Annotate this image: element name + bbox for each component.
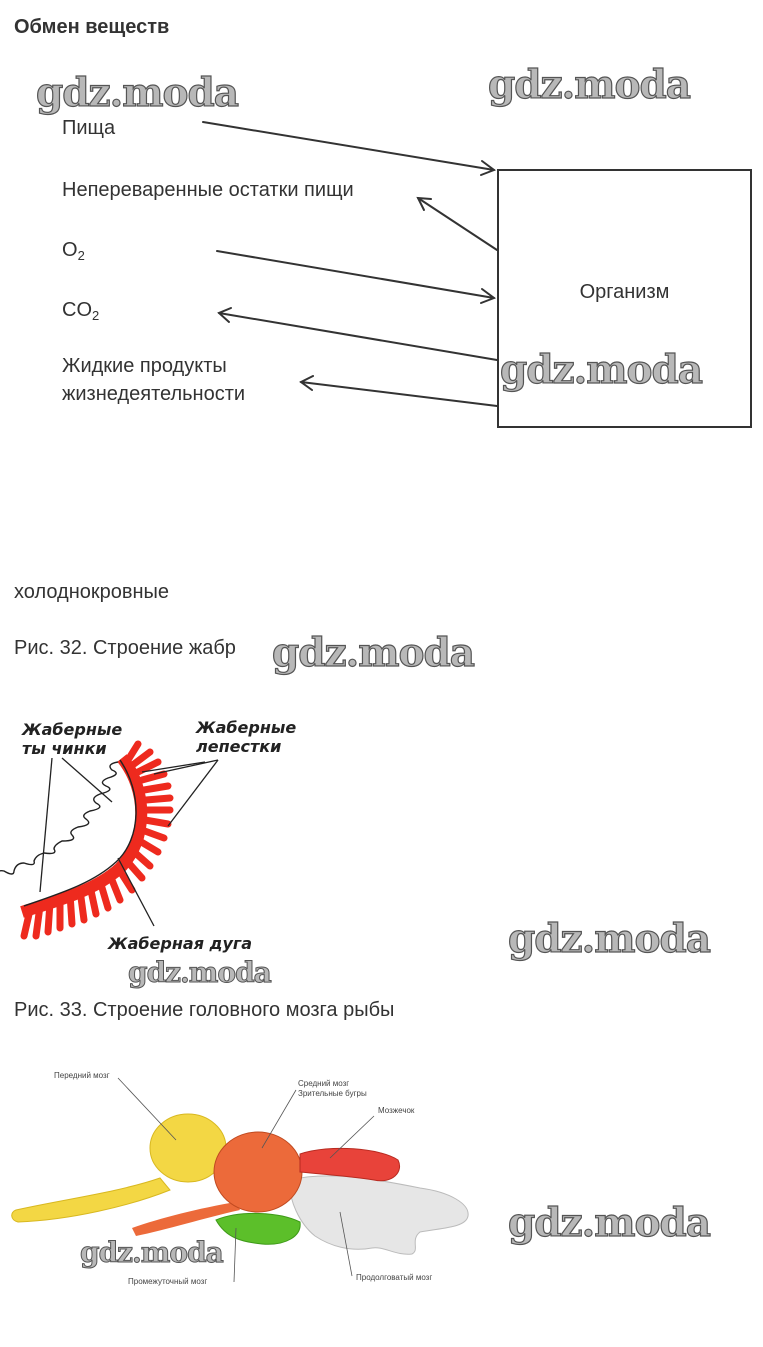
gill-filaments-line-2: лепестки: [196, 737, 282, 756]
arrow-undigested-out: [417, 197, 498, 251]
diencephalon-shape: [215, 1213, 301, 1245]
gill-rakers-line-1: Жаберные: [22, 720, 123, 739]
watermark: gdz.moda: [128, 956, 273, 990]
label-food: Пища: [62, 117, 116, 139]
figure-33-caption: Рис. 33. Строение головного мозга рыбы: [14, 999, 395, 1021]
watermark: gdz.moda: [499, 346, 703, 393]
cerebellum-shape: [299, 1147, 400, 1182]
co2-subscript: 2: [92, 308, 100, 323]
label-cerebellum: Мозжечок: [378, 1106, 415, 1115]
label-gill-filaments: Жаберные лепестки: [196, 718, 296, 756]
o2-main: O: [62, 239, 78, 261]
liquid-line-2: жизнедеятельности: [62, 383, 246, 405]
section-heading: Обмен веществ: [14, 16, 170, 38]
label-midbrain-1: Средний мозг: [298, 1079, 350, 1088]
label-diencephalon: Промежуточный мозг: [128, 1277, 208, 1286]
answer-text: холоднокровные: [14, 581, 170, 603]
gill-arch-band: [20, 754, 148, 918]
arrow-o2-in: [216, 250, 495, 299]
watermark: gdz.moda: [271, 629, 475, 676]
arrowhead-liquid: [299, 375, 314, 391]
gill-diagram: [0, 740, 219, 940]
gill-rakers-line-2: ты чинки: [22, 739, 107, 758]
arrowhead-food: [480, 160, 497, 176]
label-gill-arch: Жаберная дуга: [108, 934, 253, 953]
metabolism-arrows: [202, 121, 498, 407]
watermark: gdz.moda: [487, 61, 691, 108]
label-liquid-waste: Жидкие продукты жизнедеятельности: [62, 352, 245, 408]
label-co2: CO2: [62, 296, 99, 326]
gill-rakers: [0, 761, 119, 875]
o2-subscript: 2: [77, 248, 85, 263]
watermark: gdz.moda: [35, 69, 239, 116]
label-gill-rakers: Жаберные ты чинки: [22, 720, 122, 758]
gill-filaments-line-1: Жаберные: [196, 718, 297, 737]
watermark: gdz.moda: [507, 1199, 711, 1246]
arrowhead-o2: [480, 288, 497, 304]
label-undigested: Непереваренные остатки пищи: [62, 179, 354, 201]
watermark: gdz.moda: [507, 915, 711, 962]
olfactory-tract: [11, 1177, 171, 1223]
arrow-food-in: [202, 121, 495, 171]
label-medulla: Продолговатый мозг: [356, 1273, 433, 1282]
gill-arch-outline: [23, 759, 137, 907]
label-o2: O2: [62, 236, 85, 266]
arrowhead-undigested: [416, 196, 432, 211]
arrowhead-co2: [217, 307, 232, 323]
liquid-line-1: Жидкие продукты: [62, 355, 227, 377]
medulla-shape: [289, 1175, 469, 1255]
gill-filaments: [20, 740, 174, 940]
figure-32-caption: Рис. 32. Строение жабр: [14, 637, 236, 659]
arrow-co2-out: [218, 312, 498, 361]
watermark: gdz.moda: [80, 1236, 225, 1270]
fish-brain-diagram: [11, 1077, 469, 1283]
optic-nerve: [132, 1202, 240, 1236]
organism-label: Организм: [579, 281, 670, 303]
label-midbrain-2: Зрительные бугры: [298, 1089, 367, 1098]
midbrain-shape: [213, 1131, 303, 1213]
co2-main: CO: [62, 299, 92, 321]
label-forebrain: Передний мозг: [54, 1071, 110, 1080]
organism-box: Организм: [497, 169, 752, 428]
arrow-liquid-out: [300, 381, 498, 407]
